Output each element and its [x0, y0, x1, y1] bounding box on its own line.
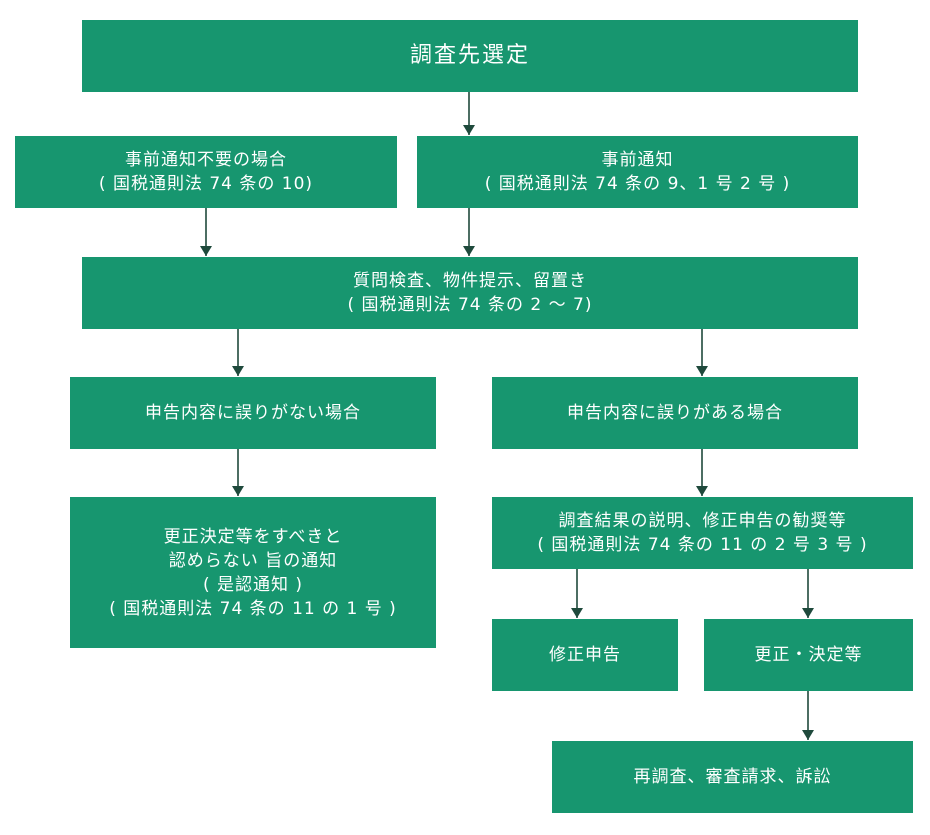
- notice-box: 事前通知 ( 国税通則法 74 条の 9、1 号 2 号 ): [417, 136, 858, 208]
- start-box: 調査先選定: [82, 20, 858, 92]
- notice-no-correction-box: 更正決定等をすべきと 認めらない 旨の通知 ( 是認通知 ) ( 国税通則法 7…: [70, 497, 436, 648]
- error-box: 申告内容に誤りがある場合: [492, 377, 858, 449]
- notice-no-correction-law: ( 国税通則法 74 条の 11 の 1 号 ): [109, 598, 397, 619]
- inspection-box: 質問検査、物件提示、留置き ( 国税通則法 74 条の 2 ～ 7): [82, 257, 858, 329]
- notice-law: ( 国税通則法 74 条の 9、1 号 2 号 ): [484, 174, 791, 194]
- error-label: 申告内容に誤りがある場合: [567, 403, 783, 423]
- reinvestigation-label: 再調査、審査請求、訴訟: [633, 767, 832, 787]
- correction-label: 更正・決定等: [754, 645, 863, 665]
- notice-no-correction-line2: 認めらない 旨の通知: [168, 550, 338, 571]
- no-notice-law: ( 国税通則法 74 条の 10): [98, 174, 314, 194]
- no-notice-box: 事前通知不要の場合 ( 国税通則法 74 条の 10): [15, 136, 397, 208]
- no-notice-label: 事前通知不要の場合: [125, 150, 287, 170]
- inspection-label: 質問検査、物件提示、留置き: [353, 271, 587, 291]
- amended-return-label: 修正申告: [549, 645, 621, 665]
- inspection-law: ( 国税通則法 74 条の 2 ～ 7): [347, 295, 593, 315]
- notice-label: 事前通知: [601, 150, 674, 170]
- start-label: 調査先選定: [409, 43, 530, 68]
- no-error-label: 申告内容に誤りがない場合: [145, 403, 361, 423]
- reinvestigation-box: 再調査、審査請求、訴訟: [552, 741, 913, 813]
- explanation-box: 調査結果の説明、修正申告の勧奨等 ( 国税通則法 74 条の 11 の 2 号 …: [492, 497, 913, 569]
- explanation-label: 調査結果の説明、修正申告の勧奨等: [558, 511, 847, 531]
- no-error-box: 申告内容に誤りがない場合: [70, 377, 436, 449]
- explanation-law: ( 国税通則法 74 条の 11 の 2 号 3 号 ): [537, 535, 868, 555]
- amended-return-box: 修正申告: [492, 619, 678, 691]
- notice-no-correction-line1: 更正決定等をすべきと: [163, 526, 343, 547]
- correction-box: 更正・決定等: [704, 619, 913, 691]
- notice-no-correction-line3: ( 是認通知 ): [202, 574, 304, 595]
